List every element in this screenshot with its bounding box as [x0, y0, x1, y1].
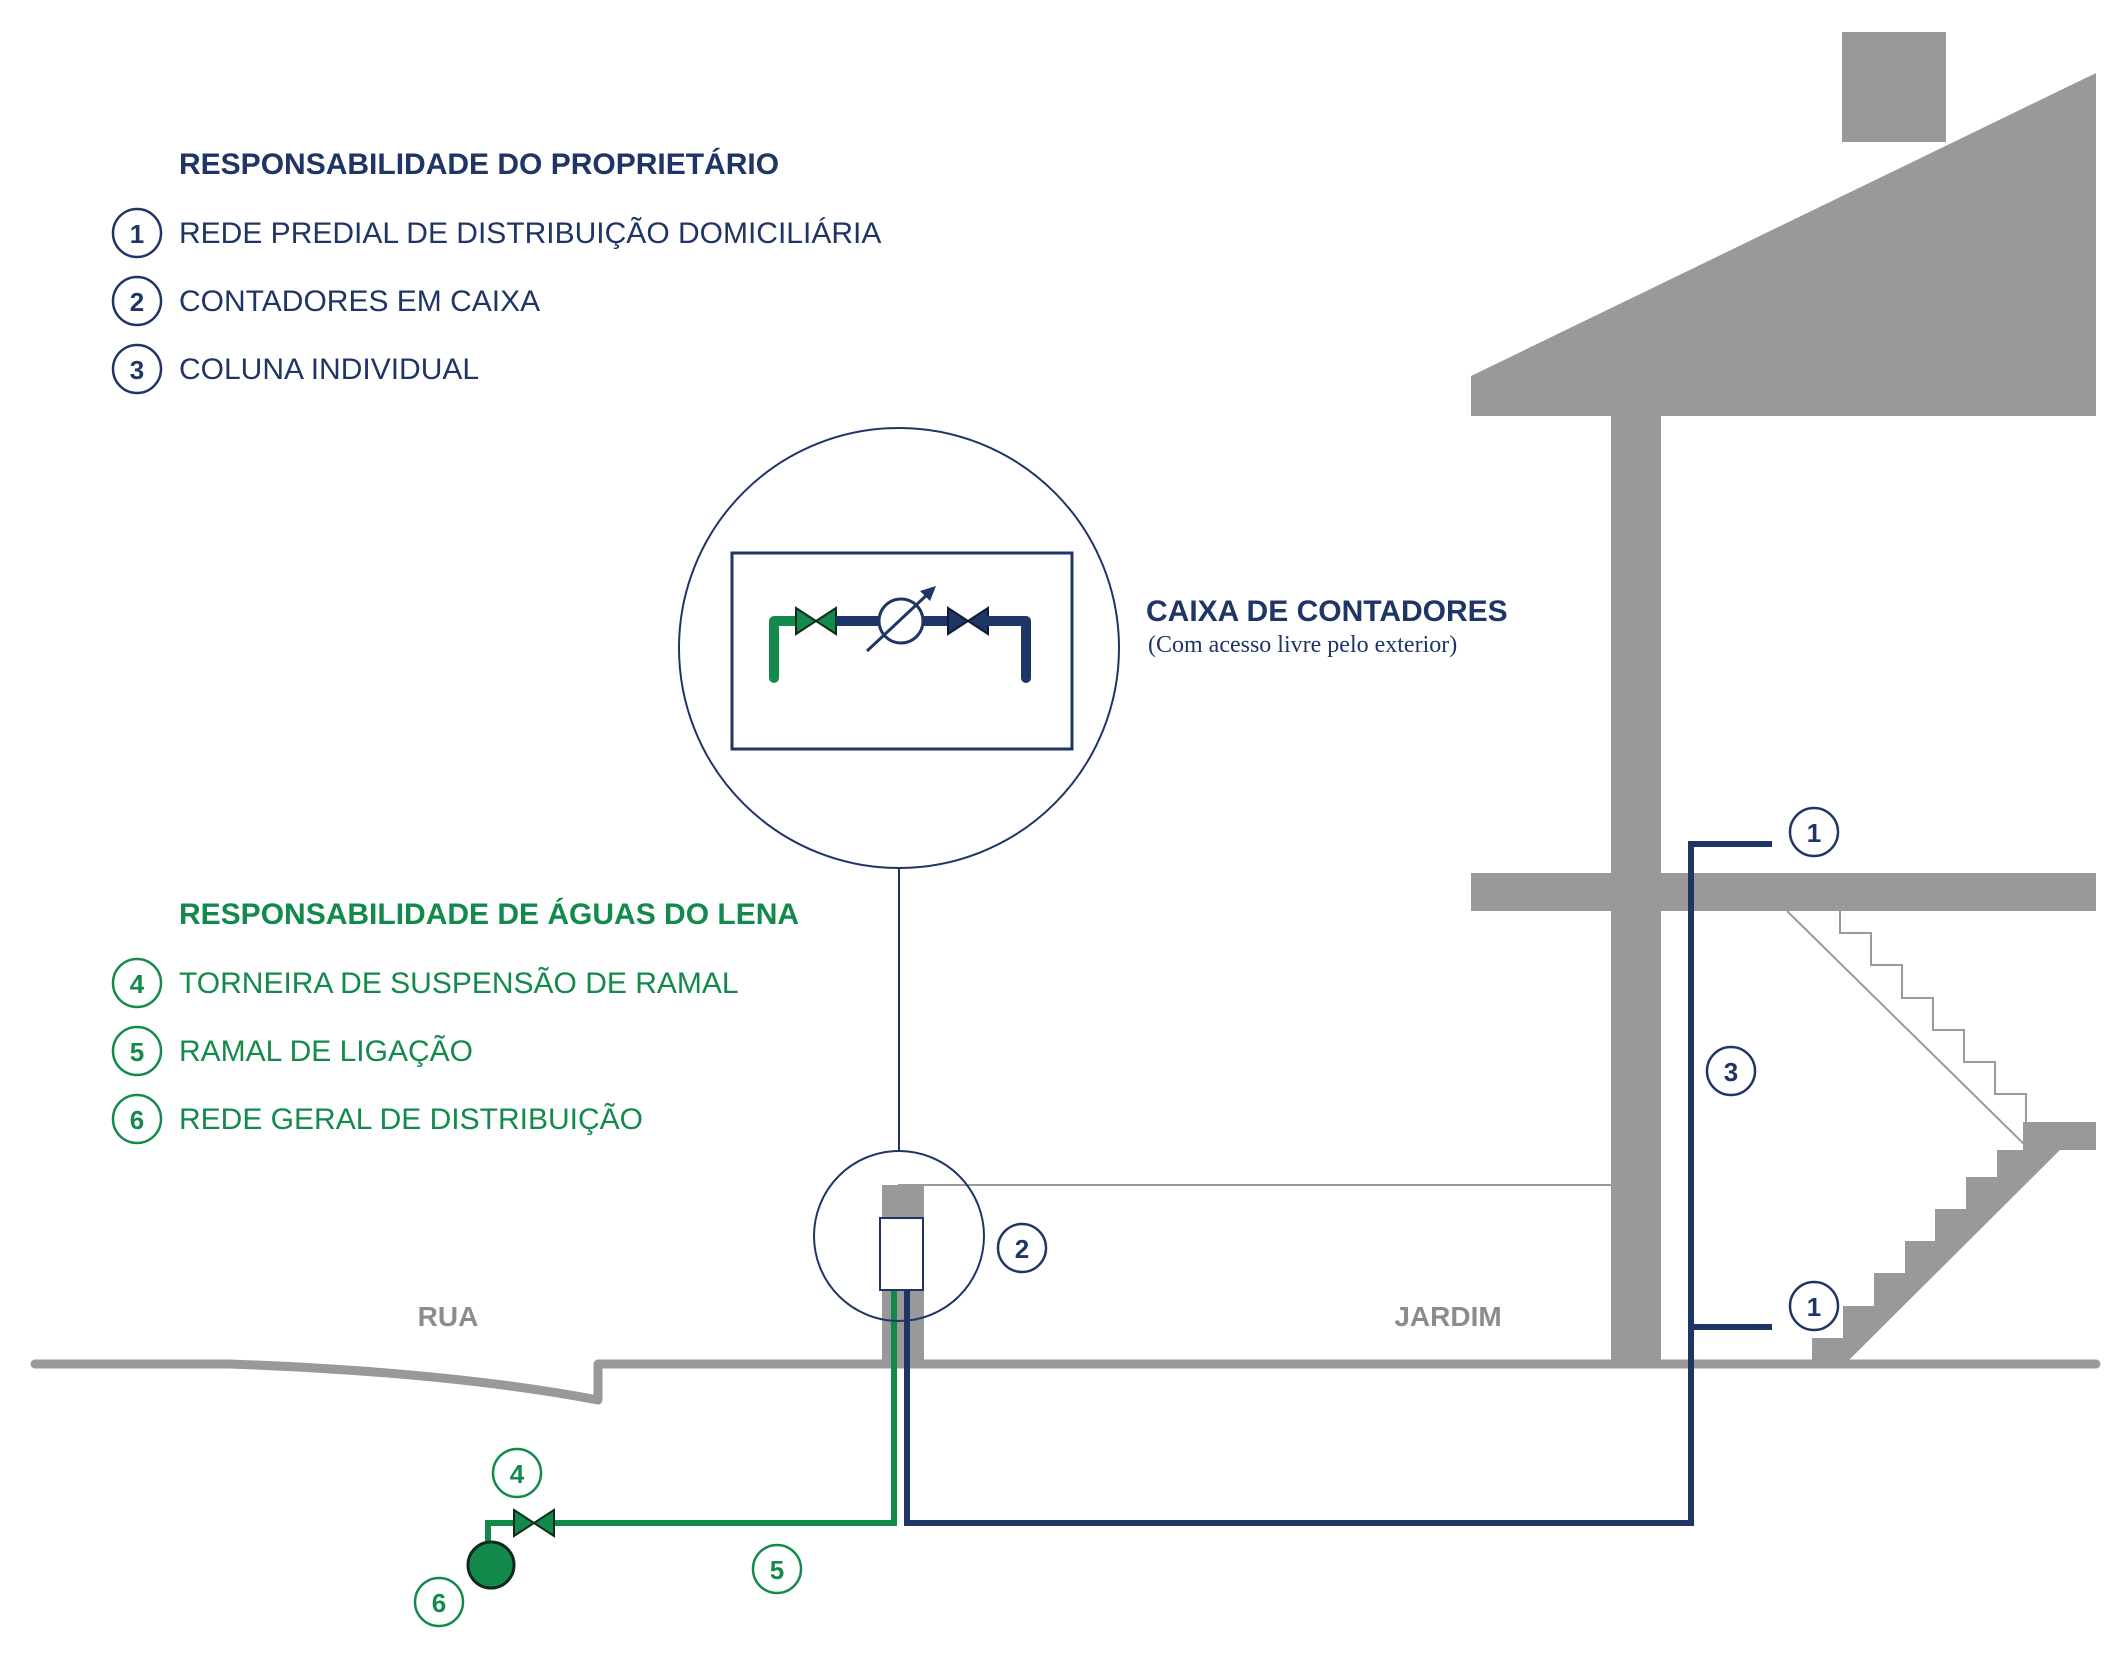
legend-owner-item: 2 CONTADORES EM CAIXA — [111, 275, 540, 327]
legend-utility-item: 6 REDE GERAL DE DISTRIBUIÇÃO — [111, 1093, 643, 1145]
svg-text:5: 5 — [770, 1555, 784, 1585]
svg-text:1: 1 — [130, 219, 144, 249]
svg-text:3: 3 — [130, 355, 144, 385]
svg-text:5: 5 — [130, 1037, 144, 1067]
house-structure — [1471, 32, 2096, 1364]
svg-text:CONTADORES EM CAIXA: CONTADORES EM CAIXA — [179, 285, 540, 318]
stair-landing — [2023, 1122, 2096, 1150]
legend-owner-item: 1 REDE PREDIAL DE DISTRIBUIÇÃO DOMICILIÁ… — [111, 207, 881, 259]
legend-utility-item: 4 TORNEIRA DE SUSPENSÃO DE RAMAL — [111, 957, 739, 1009]
legend-owner: RESPONSABILIDADE DO PROPRIETÁRIO 1 REDE … — [111, 147, 881, 395]
meter-box-detail — [678, 427, 1120, 869]
marker-stopcock: 4 — [491, 1447, 543, 1499]
roof — [1471, 73, 2096, 416]
service-pipe — [485, 1272, 897, 1546]
legend-owner-title: RESPONSABILIDADE DO PROPRIETÁRIO — [179, 147, 779, 181]
meter-box-title: CAIXA DE CONTADORES — [1146, 595, 1508, 628]
marker-main: 6 — [413, 1576, 465, 1628]
detail-inlet-pipe — [769, 616, 801, 683]
svg-text:COLUNA INDIVIDUAL: COLUNA INDIVIDUAL — [179, 353, 479, 386]
staircase — [1812, 1150, 2060, 1364]
valve-icon — [513, 1508, 555, 1538]
detail-box — [730, 551, 1074, 751]
garden-label: JARDIM — [1394, 1301, 1501, 1332]
marker-column: 3 — [1705, 1045, 1757, 1097]
svg-text:REDE GERAL DE DISTRIBUIÇÃO: REDE GERAL DE DISTRIBUIÇÃO — [179, 1102, 643, 1136]
marker-network-upper: 1 — [1788, 806, 1840, 858]
svg-text:2: 2 — [130, 287, 144, 317]
chimney — [1842, 32, 1946, 142]
svg-text:4: 4 — [510, 1459, 525, 1489]
legend-utility-title: RESPONSABILIDADE DE ÁGUAS DO LENA — [179, 897, 799, 931]
detail-circle — [678, 427, 1120, 869]
valve-icon — [947, 606, 989, 636]
svg-text:6: 6 — [432, 1588, 446, 1618]
stair-outline — [1786, 910, 2031, 1151]
legend-owner-item: 3 COLUNA INDIVIDUAL — [111, 343, 479, 395]
svg-text:3: 3 — [1724, 1057, 1738, 1087]
svg-text:2: 2 — [1015, 1234, 1029, 1264]
marker-meter: 2 — [996, 1222, 1048, 1274]
valve-icon — [795, 606, 837, 636]
main-pipe-icon — [466, 1540, 516, 1590]
meter-outlet-pipe — [904, 841, 1772, 1526]
building-pipe-network — [904, 841, 1772, 1526]
svg-text:1: 1 — [1807, 818, 1821, 848]
svg-text:6: 6 — [130, 1105, 144, 1135]
marker-network-lower: 1 — [1788, 1280, 1840, 1332]
street-label: RUA — [418, 1301, 479, 1332]
meter-box-subtitle: (Com acesso livre pelo exterior) — [1148, 632, 1457, 658]
meter-box — [879, 1217, 924, 1291]
legend-utility: RESPONSABILIDADE DE ÁGUAS DO LENA 4 TORN… — [111, 897, 799, 1145]
water-meter-icon — [865, 586, 936, 653]
marker-service-pipe: 5 — [751, 1543, 803, 1595]
ground-line — [30, 1359, 2101, 1405]
svg-text:1: 1 — [1807, 1292, 1821, 1322]
svg-text:TORNEIRA DE SUSPENSÃO DE RAMAL: TORNEIRA DE SUSPENSÃO DE RAMAL — [179, 966, 739, 1000]
svg-text:REDE PREDIAL DE DISTRIBUIÇÃO D: REDE PREDIAL DE DISTRIBUIÇÃO DOMICILIÁRI… — [179, 216, 881, 250]
svg-text:RAMAL DE LIGAÇÃO: RAMAL DE LIGAÇÃO — [179, 1034, 473, 1068]
svg-text:4: 4 — [130, 969, 145, 999]
detail-outlet-pipe — [983, 616, 1031, 683]
floor-slab — [1471, 873, 2096, 911]
legend-utility-item: 5 RAMAL DE LIGAÇÃO — [111, 1025, 473, 1077]
